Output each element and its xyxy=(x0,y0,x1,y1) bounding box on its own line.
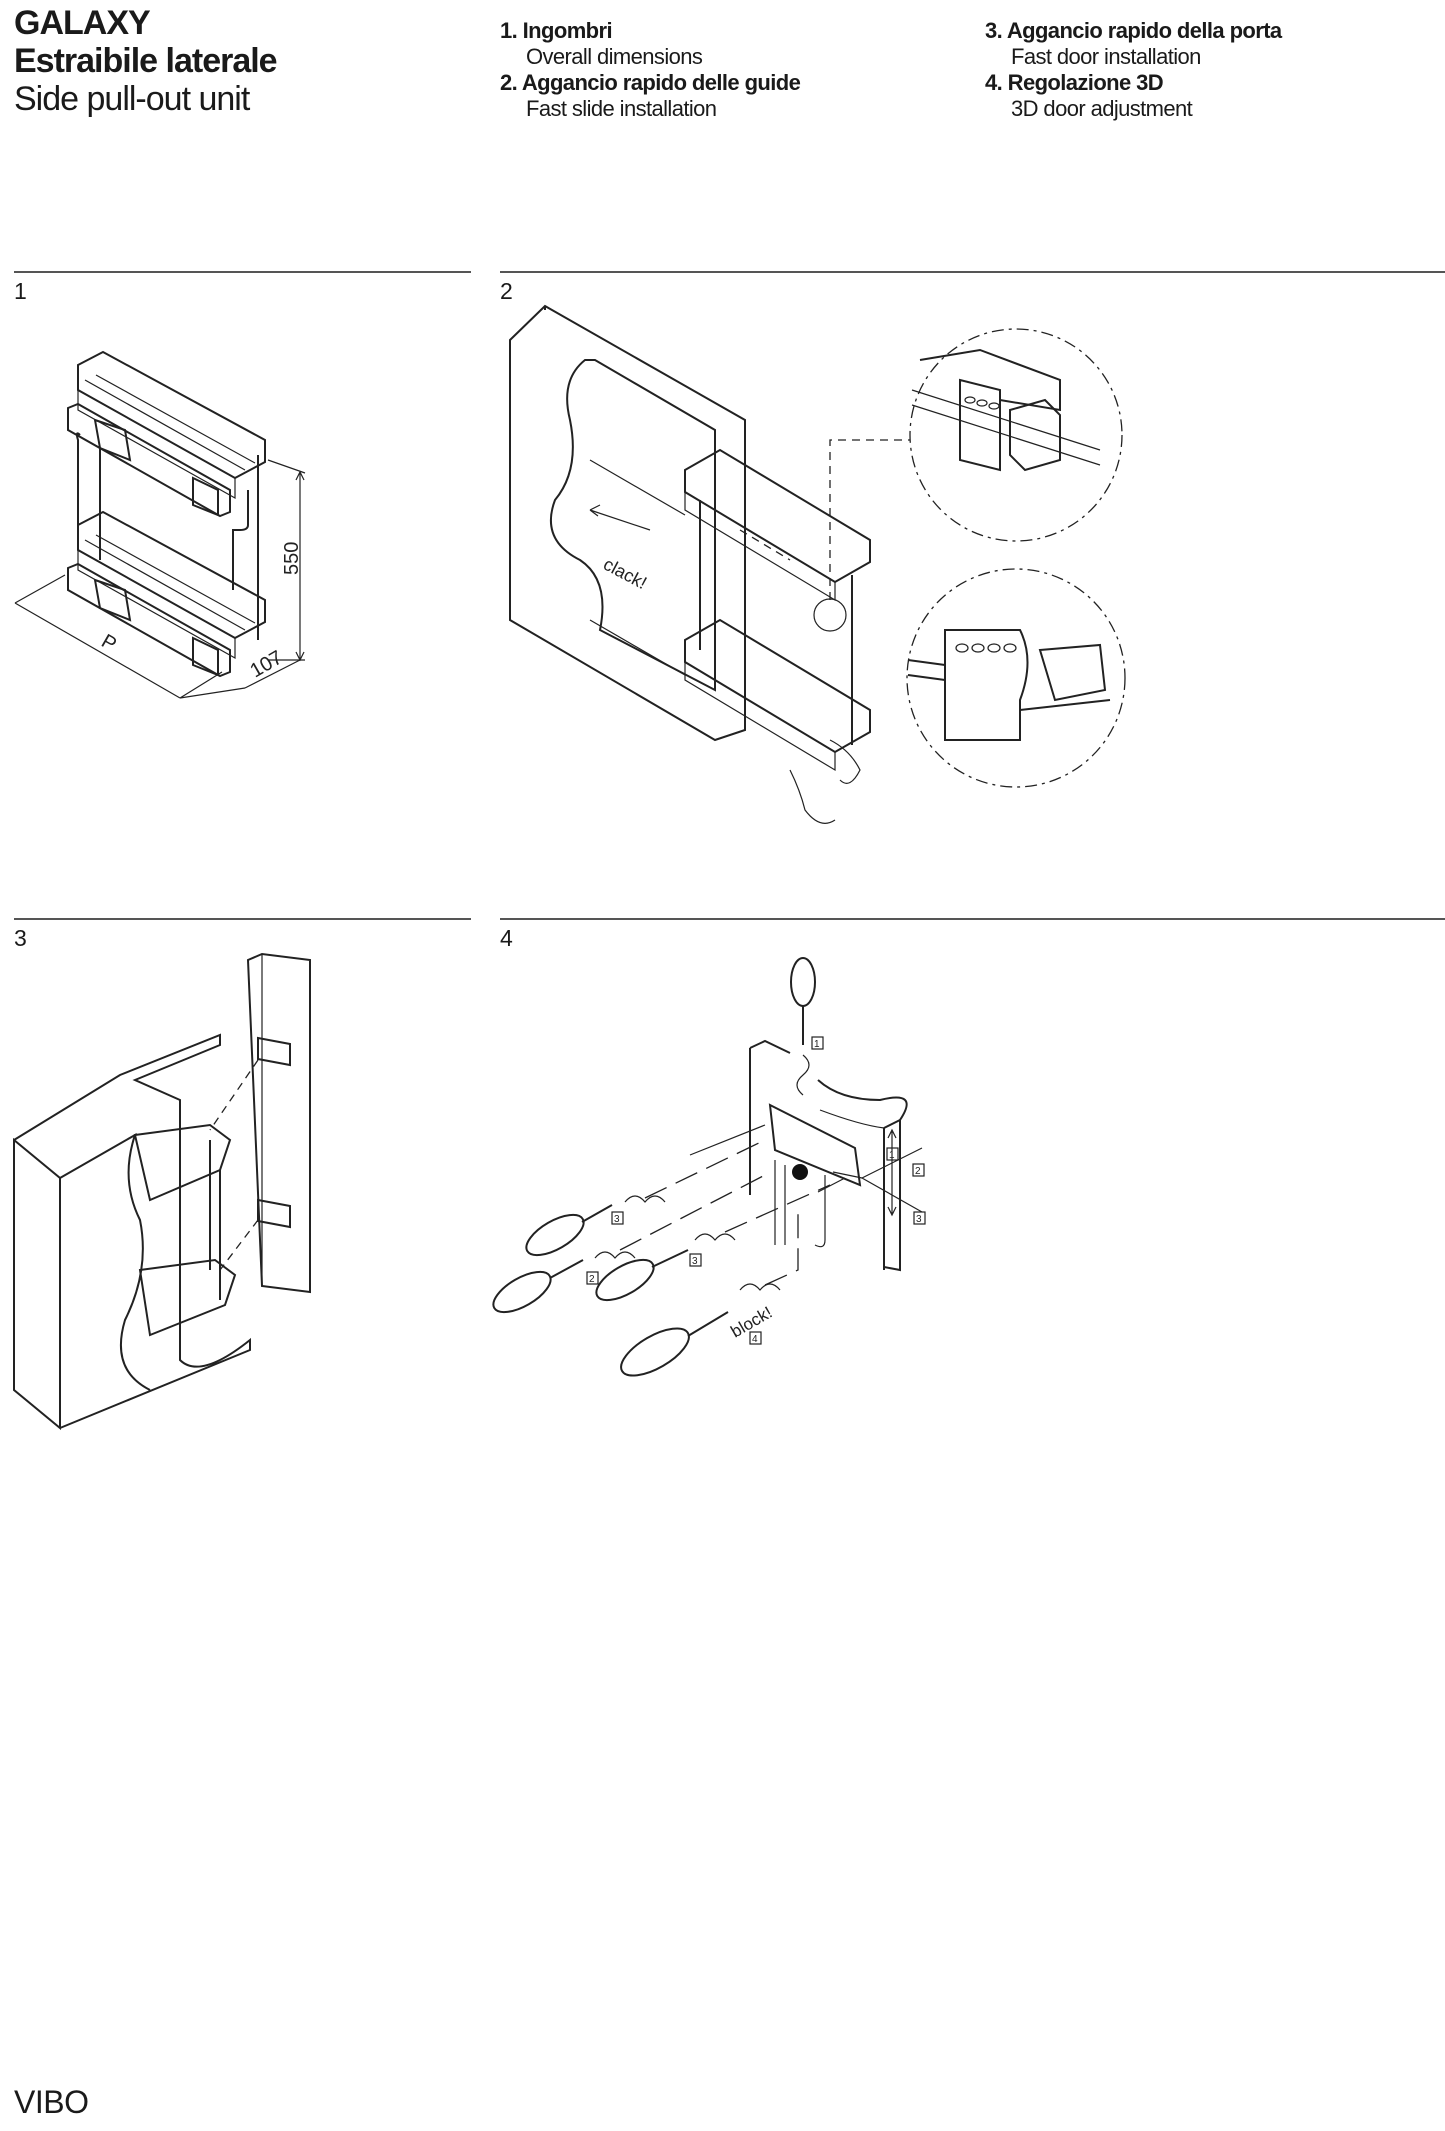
step-1-subtitle: Overall dimensions xyxy=(526,44,703,69)
rotation-arrows xyxy=(594,1054,810,1291)
door-panel xyxy=(246,952,311,1294)
steps-column-2: 3. Aggancio rapido della porta Fast door… xyxy=(985,18,1282,122)
svg-text:1: 1 xyxy=(814,1039,820,1050)
clack-annotation: clack! xyxy=(600,554,650,593)
top-detail-callout xyxy=(909,328,1123,542)
top-detail-leader xyxy=(829,439,912,600)
step-labels: 1 3 2 3 4 1 2 3 xyxy=(586,1036,926,1345)
document-title-block: GALAXY Estraibile laterale Side pull-out… xyxy=(14,4,278,118)
cabinet xyxy=(13,1033,251,1431)
section-1-number: 1 xyxy=(14,278,27,304)
hands-icon xyxy=(789,739,861,824)
svg-text:3: 3 xyxy=(692,1256,698,1267)
slide-installation-drawing: clack! xyxy=(509,304,1126,824)
section-2-divider xyxy=(500,271,1445,273)
step-4-title: 4. Regolazione 3D xyxy=(985,70,1164,95)
step-2-title: 2. Aggancio rapido delle guide xyxy=(500,70,801,95)
insert-arrow xyxy=(589,504,651,531)
screwdriver-top xyxy=(790,957,816,1045)
basket xyxy=(133,1123,237,1337)
svg-text:4: 4 xyxy=(752,1334,758,1345)
section-2-number: 2 xyxy=(500,278,513,304)
step-4-subtitle: 3D door adjustment xyxy=(1011,96,1193,121)
adjustment-direction-arrows xyxy=(832,1128,923,1217)
svg-text:2: 2 xyxy=(915,1166,921,1177)
clack-motion-line xyxy=(739,529,791,561)
brand-footer: VIBO xyxy=(14,2084,89,2120)
cabinet-side xyxy=(509,304,746,742)
step-3-subtitle: Fast door installation xyxy=(1011,44,1201,69)
step-1-title: 1. Ingombri xyxy=(500,18,613,43)
width-dimension: 107 xyxy=(247,647,287,683)
door-installation-drawing xyxy=(13,952,311,1431)
svg-text:2: 2 xyxy=(589,1274,595,1285)
product-subtitle-it: Estraibile laterale xyxy=(14,42,278,80)
height-dimension: 550 xyxy=(281,542,303,575)
screwdrivers-left xyxy=(492,1204,729,1377)
bottom-detail-callout xyxy=(906,568,1126,788)
product-subtitle-en: Side pull-out unit xyxy=(14,80,250,118)
step-2-subtitle: Fast slide installation xyxy=(526,96,717,121)
section-1-divider xyxy=(14,271,471,273)
section-3-divider xyxy=(14,918,471,920)
section-4-number: 4 xyxy=(500,925,513,951)
detail-marker-circle xyxy=(813,598,847,632)
svg-text:3: 3 xyxy=(614,1214,620,1225)
pull-out-basket-unit xyxy=(67,350,266,678)
screw-axis-lines xyxy=(619,1139,831,1286)
pull-out-basket xyxy=(589,448,871,772)
step-3-title: 3. Aggancio rapido della porta xyxy=(985,18,1282,43)
svg-text:3: 3 xyxy=(916,1214,922,1225)
door-panel xyxy=(749,1039,908,1272)
overall-dimensions-drawing: 550 107 P xyxy=(14,350,306,699)
door-adjustment-drawing: 1 3 2 3 4 1 2 3 block! xyxy=(492,957,926,1377)
door-alignment-lines xyxy=(209,1059,259,1271)
section-3-number: 3 xyxy=(14,925,27,951)
dimension-lines xyxy=(14,459,306,699)
steps-column-1: 1. Ingombri Overall dimensions 2. Agganc… xyxy=(500,18,801,122)
section-4-divider xyxy=(500,918,1445,920)
svg-text:1: 1 xyxy=(889,1150,895,1161)
product-name: GALAXY xyxy=(14,4,151,42)
hinge-bracket xyxy=(689,1103,862,1248)
